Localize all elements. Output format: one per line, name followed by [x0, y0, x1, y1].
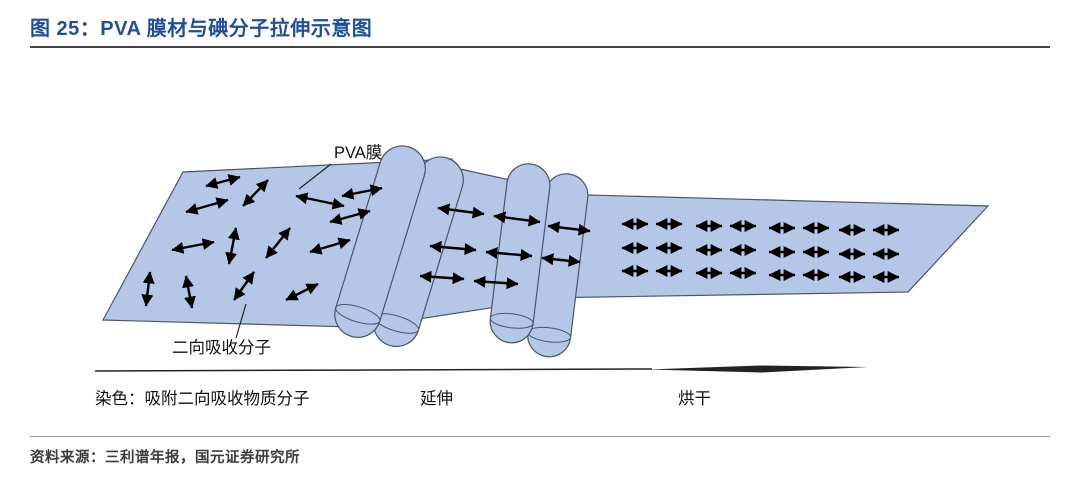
aligning-molecule-arrows	[419, 203, 591, 290]
stage-label-dyeing: 染色：吸附二向吸收物质分子	[95, 389, 310, 408]
film-label-leader-line	[298, 163, 332, 190]
stage-label-stretching: 延伸	[420, 389, 453, 408]
roller-1-front	[334, 145, 426, 338]
film-sheet-right	[539, 193, 990, 299]
stage-label-drying: 烘干	[678, 389, 711, 408]
source-attribution: 资料来源：三利谱年报，国元证券研究所	[30, 450, 300, 466]
molecule-label-leader-line	[235, 303, 247, 339]
figure-title: 图 25：PVA 膜材与碘分子拉伸示意图	[30, 18, 373, 40]
dried-film-line	[94, 368, 653, 372]
molecule-label: 二向吸收分子	[172, 338, 271, 357]
random-molecule-arrows	[141, 174, 383, 309]
film-label: PVA膜	[334, 143, 382, 162]
dried-film-sliver	[648, 365, 868, 373]
footer-divider	[30, 436, 1050, 437]
title-underline	[30, 46, 1050, 48]
aligned-molecule-arrows	[621, 218, 900, 283]
